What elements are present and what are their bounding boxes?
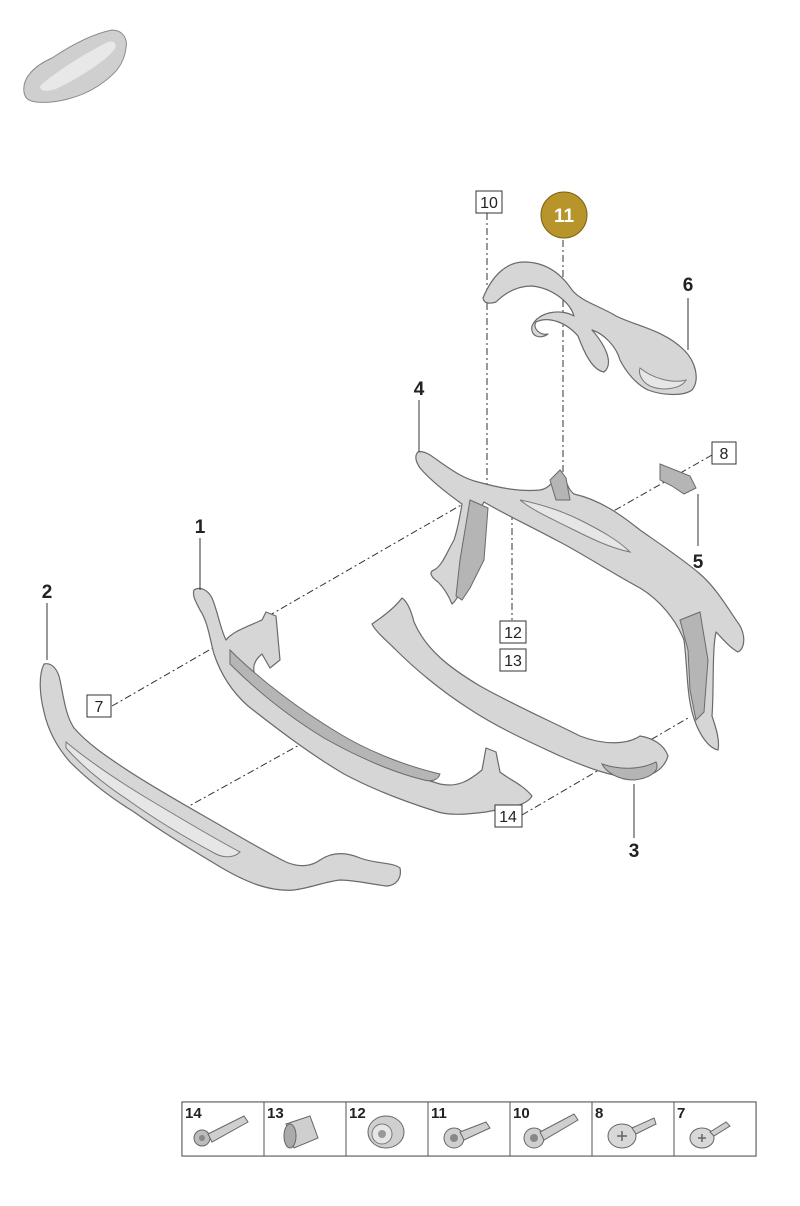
callout-leaders bbox=[46, 298, 699, 838]
vehicle-thumbnail-icon bbox=[23, 29, 127, 103]
fastener-number: 11 bbox=[431, 1105, 447, 1122]
fastener-number: 12 bbox=[349, 1105, 366, 1122]
part-3-lower-crossmember bbox=[371, 597, 669, 781]
boxed-callout-10: 10 bbox=[475, 190, 503, 214]
callout-4: 4 bbox=[414, 379, 425, 400]
fastener-cell-7: 7 bbox=[673, 1101, 757, 1157]
fastener-cell-14: 14 bbox=[181, 1101, 265, 1157]
callout-1: 1 bbox=[195, 517, 206, 538]
fastener-cell-10: 10 bbox=[509, 1101, 593, 1157]
fastener-number: 10 bbox=[513, 1105, 530, 1122]
part-number-callouts: 1 2 3 4 5 6 bbox=[42, 275, 704, 862]
sleeve-icon bbox=[283, 1115, 319, 1149]
boxed-callout-13: 13 bbox=[499, 648, 527, 672]
fastener-cell-13: 13 bbox=[263, 1101, 347, 1157]
callout-2: 2 bbox=[42, 582, 53, 603]
callout-6: 6 bbox=[683, 275, 694, 296]
highlighted-callout-11[interactable]: 11 bbox=[540, 191, 588, 239]
svg-text:12: 12 bbox=[504, 625, 522, 642]
fastener-number: 14 bbox=[185, 1105, 202, 1122]
svg-text:7: 7 bbox=[95, 699, 104, 716]
svg-text:11: 11 bbox=[554, 206, 575, 227]
svg-text:10: 10 bbox=[480, 195, 498, 212]
fastener-cell-12: 12 bbox=[345, 1101, 429, 1157]
callout-5: 5 bbox=[693, 552, 704, 573]
boxed-callout-7: 7 bbox=[86, 694, 112, 718]
part-6-air-guide bbox=[482, 261, 697, 396]
long-bolt-icon bbox=[193, 1115, 249, 1147]
part-1-bumper-beam bbox=[192, 587, 533, 815]
svg-text:14: 14 bbox=[499, 809, 517, 826]
fastener-cell-11: 11 bbox=[427, 1101, 511, 1157]
self-tapping-screw-icon bbox=[689, 1121, 731, 1149]
part-4-front-carrier bbox=[415, 451, 745, 751]
boxed-callout-14: 14 bbox=[494, 804, 523, 828]
fastener-number: 7 bbox=[677, 1105, 685, 1122]
short-bolt-icon bbox=[443, 1121, 491, 1149]
svg-text:8: 8 bbox=[720, 446, 729, 463]
part-2-bumper-support bbox=[39, 663, 401, 891]
flange-bolt-icon bbox=[523, 1113, 579, 1149]
fastener-cell-8: 8 bbox=[591, 1101, 675, 1157]
assembly-leader-lines bbox=[111, 213, 713, 816]
boxed-callout-12: 12 bbox=[499, 620, 527, 644]
boxed-callout-8: 8 bbox=[711, 441, 737, 465]
grommet-icon bbox=[367, 1115, 405, 1149]
part-5-bracket bbox=[659, 463, 697, 495]
fastener-table: 14 13 12 11 10 8 7 bbox=[181, 1101, 757, 1157]
boxed-callouts: 10 8 12 13 7 14 bbox=[86, 190, 737, 828]
fastener-number: 13 bbox=[267, 1105, 284, 1122]
callout-3: 3 bbox=[629, 841, 640, 862]
fastener-number: 8 bbox=[595, 1105, 603, 1122]
pan-screw-icon bbox=[607, 1117, 657, 1149]
svg-text:13: 13 bbox=[504, 653, 522, 670]
